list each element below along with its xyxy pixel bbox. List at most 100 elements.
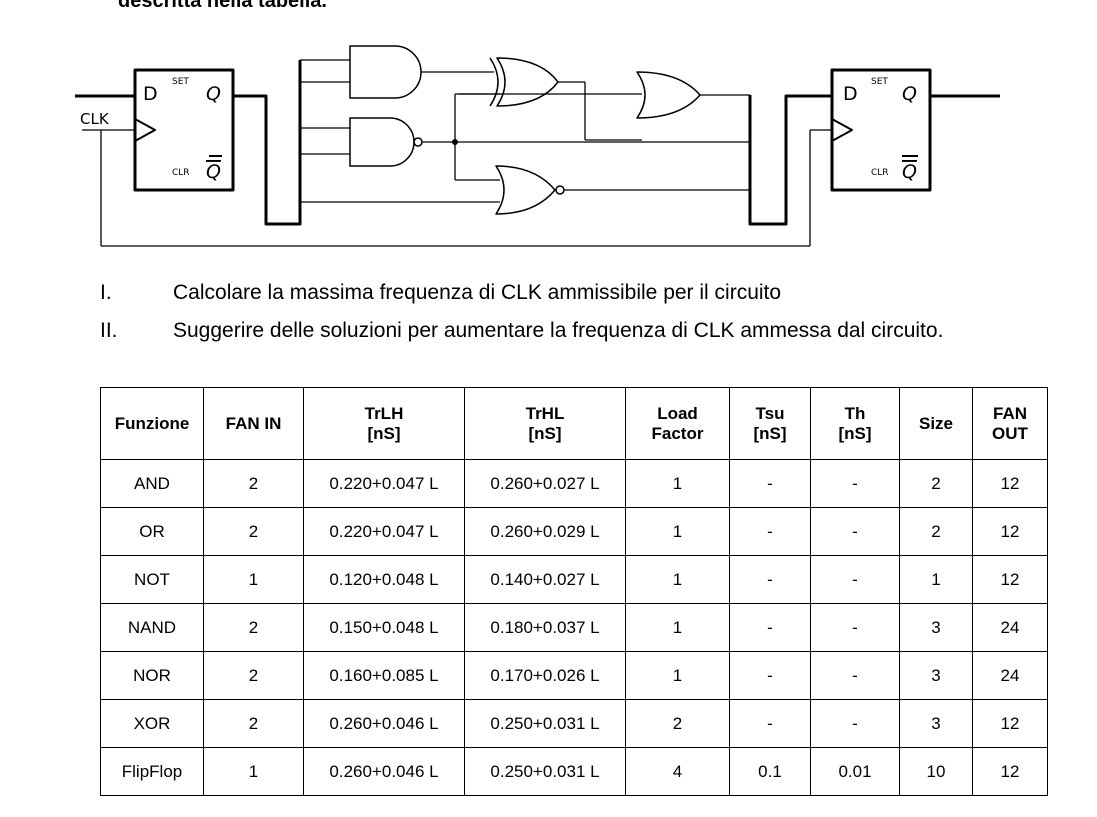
question-2: II. Suggerire delle soluzioni per aument…	[100, 318, 1048, 374]
question-2-text: Suggerire delle soluzioni per aumentare …	[173, 319, 944, 342]
table-header-text: [nS]	[838, 423, 872, 443]
table-cell: 2	[203, 651, 304, 700]
table-cell: 12	[972, 747, 1048, 796]
table-cell: 2	[625, 699, 730, 748]
table-header-cell: FAN IN	[203, 387, 304, 460]
table-cell: -	[810, 699, 900, 748]
table-header-cell: TrLH[nS]	[303, 387, 465, 460]
table-cell: 12	[972, 459, 1048, 508]
table-cell: 1	[203, 747, 304, 796]
table-cell: NOT	[100, 555, 204, 604]
question-1-text: Calcolare la massima frequenza di CLK am…	[173, 281, 782, 304]
circuit-diagram: D SET Q CLR Q CLK D SET Q CLR Q	[75, 45, 1000, 247]
table-cell: 12	[972, 699, 1048, 748]
table-header-text: Load	[657, 403, 698, 423]
and-gate	[349, 45, 422, 99]
table-header-text: Size	[918, 413, 954, 433]
table-cell: -	[810, 555, 900, 604]
table-cell: -	[729, 459, 811, 508]
table-header-text: [nS]	[367, 423, 401, 443]
table-cell: 1	[203, 555, 304, 604]
table-cell: NAND	[100, 603, 204, 652]
table-cell: -	[729, 555, 811, 604]
table-cell: 1	[899, 555, 973, 604]
table-cell: 1	[625, 507, 730, 556]
table-cell: 3	[899, 651, 973, 700]
table-cell: 0.260+0.046 L	[303, 747, 465, 796]
ff-left-d-label: D	[143, 83, 158, 105]
table-cell: 1	[625, 603, 730, 652]
table-header-cell: Funzione	[100, 387, 204, 460]
table-cell: 24	[972, 603, 1048, 652]
xor-gate	[496, 57, 559, 107]
table-cell: 0.160+0.085 L	[303, 651, 465, 700]
table-cell: 0.220+0.047 L	[303, 507, 465, 556]
table-cell: 12	[972, 507, 1048, 556]
ff-right-set-label: SET	[871, 77, 888, 87]
table-cell: 0.150+0.048 L	[303, 603, 465, 652]
ff-left-qbar-label: Q	[206, 161, 221, 183]
table-cell: 4	[625, 747, 730, 796]
ff-right-d-label: D	[843, 83, 858, 105]
clk-label: CLK	[80, 110, 110, 128]
bus-right	[748, 94, 832, 226]
table-cell: AND	[100, 459, 204, 508]
table-cell: NOR	[100, 651, 204, 700]
question-1-number: I.	[100, 281, 112, 304]
or-gate	[636, 71, 701, 119]
table-cell: 12	[972, 555, 1048, 604]
table-cell: 1	[625, 555, 730, 604]
table-cell: 0.250+0.031 L	[464, 699, 626, 748]
table-header-text: Tsu	[755, 403, 785, 423]
table-cell: -	[810, 651, 900, 700]
table-cell: XOR	[100, 699, 204, 748]
table-cell: 0.220+0.047 L	[303, 459, 465, 508]
table-cell: 1	[625, 459, 730, 508]
table-header-cell: Size	[899, 387, 973, 460]
table-header-text: TrHL	[525, 403, 565, 423]
table-header-cell: Th[nS]	[810, 387, 900, 460]
table-header-text: FAN	[993, 403, 1027, 423]
table-cell: FlipFlop	[100, 747, 204, 796]
clock-triangle-right	[831, 118, 853, 142]
table-header-text: FAN IN	[225, 413, 282, 433]
table-cell: 0.180+0.037 L	[464, 603, 626, 652]
table-header-cell: Tsu[nS]	[729, 387, 811, 460]
table-header-cell: TrHL[nS]	[464, 387, 626, 460]
table-cell: 24	[972, 651, 1048, 700]
nor-bubble	[555, 185, 565, 195]
xor-gate-back	[489, 57, 499, 107]
nand-gate	[349, 117, 415, 167]
table-cell: -	[729, 651, 811, 700]
table-cell: 0.170+0.026 L	[464, 651, 626, 700]
table-cell: 3	[899, 699, 973, 748]
table-cell: 0.260+0.027 L	[464, 459, 626, 508]
table-cell: -	[729, 699, 811, 748]
question-1: I. Calcolare la massima frequenza di CLK…	[100, 280, 1048, 308]
table-cell: 3	[899, 603, 973, 652]
table-header-text: [nS]	[753, 423, 787, 443]
table-cell: -	[810, 603, 900, 652]
table-header-text: TrLH	[364, 403, 404, 423]
table-cell: 2	[203, 507, 304, 556]
table-header-text: OUT	[992, 423, 1028, 443]
table-cell: OR	[100, 507, 204, 556]
bus-left	[233, 60, 302, 226]
table-cell: 1	[625, 651, 730, 700]
table-cell: 0.250+0.031 L	[464, 747, 626, 796]
table-cell: 2	[203, 603, 304, 652]
table-cell: 10	[899, 747, 973, 796]
table-cell: 0.260+0.029 L	[464, 507, 626, 556]
table-cell: 2	[203, 699, 304, 748]
table-cell: -	[729, 507, 811, 556]
ff-left-clr-label: CLR	[172, 168, 190, 178]
table-cell: 0.260+0.046 L	[303, 699, 465, 748]
